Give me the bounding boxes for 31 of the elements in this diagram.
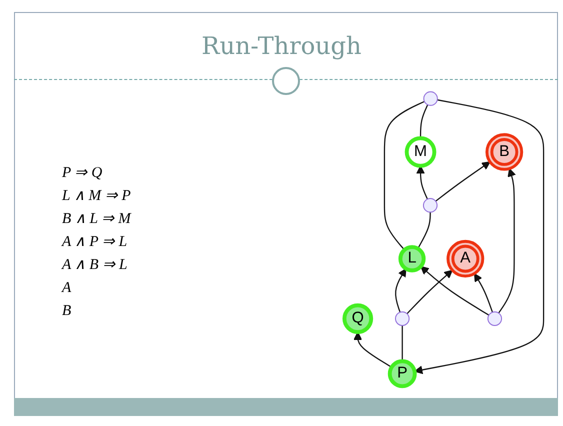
slide-title: Run-Through — [200, 32, 362, 60]
node-circle — [423, 91, 438, 106]
rule-text: L ∧ M ⇒ P — [62, 187, 131, 206]
node-circle — [487, 311, 502, 326]
connector — [384, 100, 425, 250]
arrow — [435, 161, 490, 202]
connector — [420, 104, 428, 138]
rule-text: P ⇒ Q — [62, 164, 104, 183]
arrow — [498, 168, 516, 314]
arrow — [420, 266, 490, 316]
arrow — [395, 268, 406, 312]
node-circle — [422, 198, 438, 213]
arrow — [354, 332, 392, 368]
node-circle: Q — [342, 303, 374, 334]
rule-text: B ∧ L ⇒ M — [62, 210, 131, 229]
connector — [417, 212, 431, 249]
rule-text: B — [62, 302, 72, 321]
rule-text: A ∧ B ⇒ L — [62, 256, 128, 275]
connector — [402, 325, 403, 362]
arrow — [416, 165, 428, 200]
node-circle: P — [388, 359, 417, 388]
rule-text: A ∧ P ⇒ L — [62, 233, 128, 252]
arrow — [414, 99, 544, 374]
node-circle: L — [398, 245, 426, 272]
node-circle — [395, 311, 410, 326]
node-circle: B — [485, 133, 524, 171]
node-circle: M — [404, 136, 436, 168]
node-circle: A — [446, 240, 484, 278]
arrow — [474, 273, 494, 312]
rule-text: A — [62, 279, 72, 298]
arrow — [406, 270, 453, 314]
